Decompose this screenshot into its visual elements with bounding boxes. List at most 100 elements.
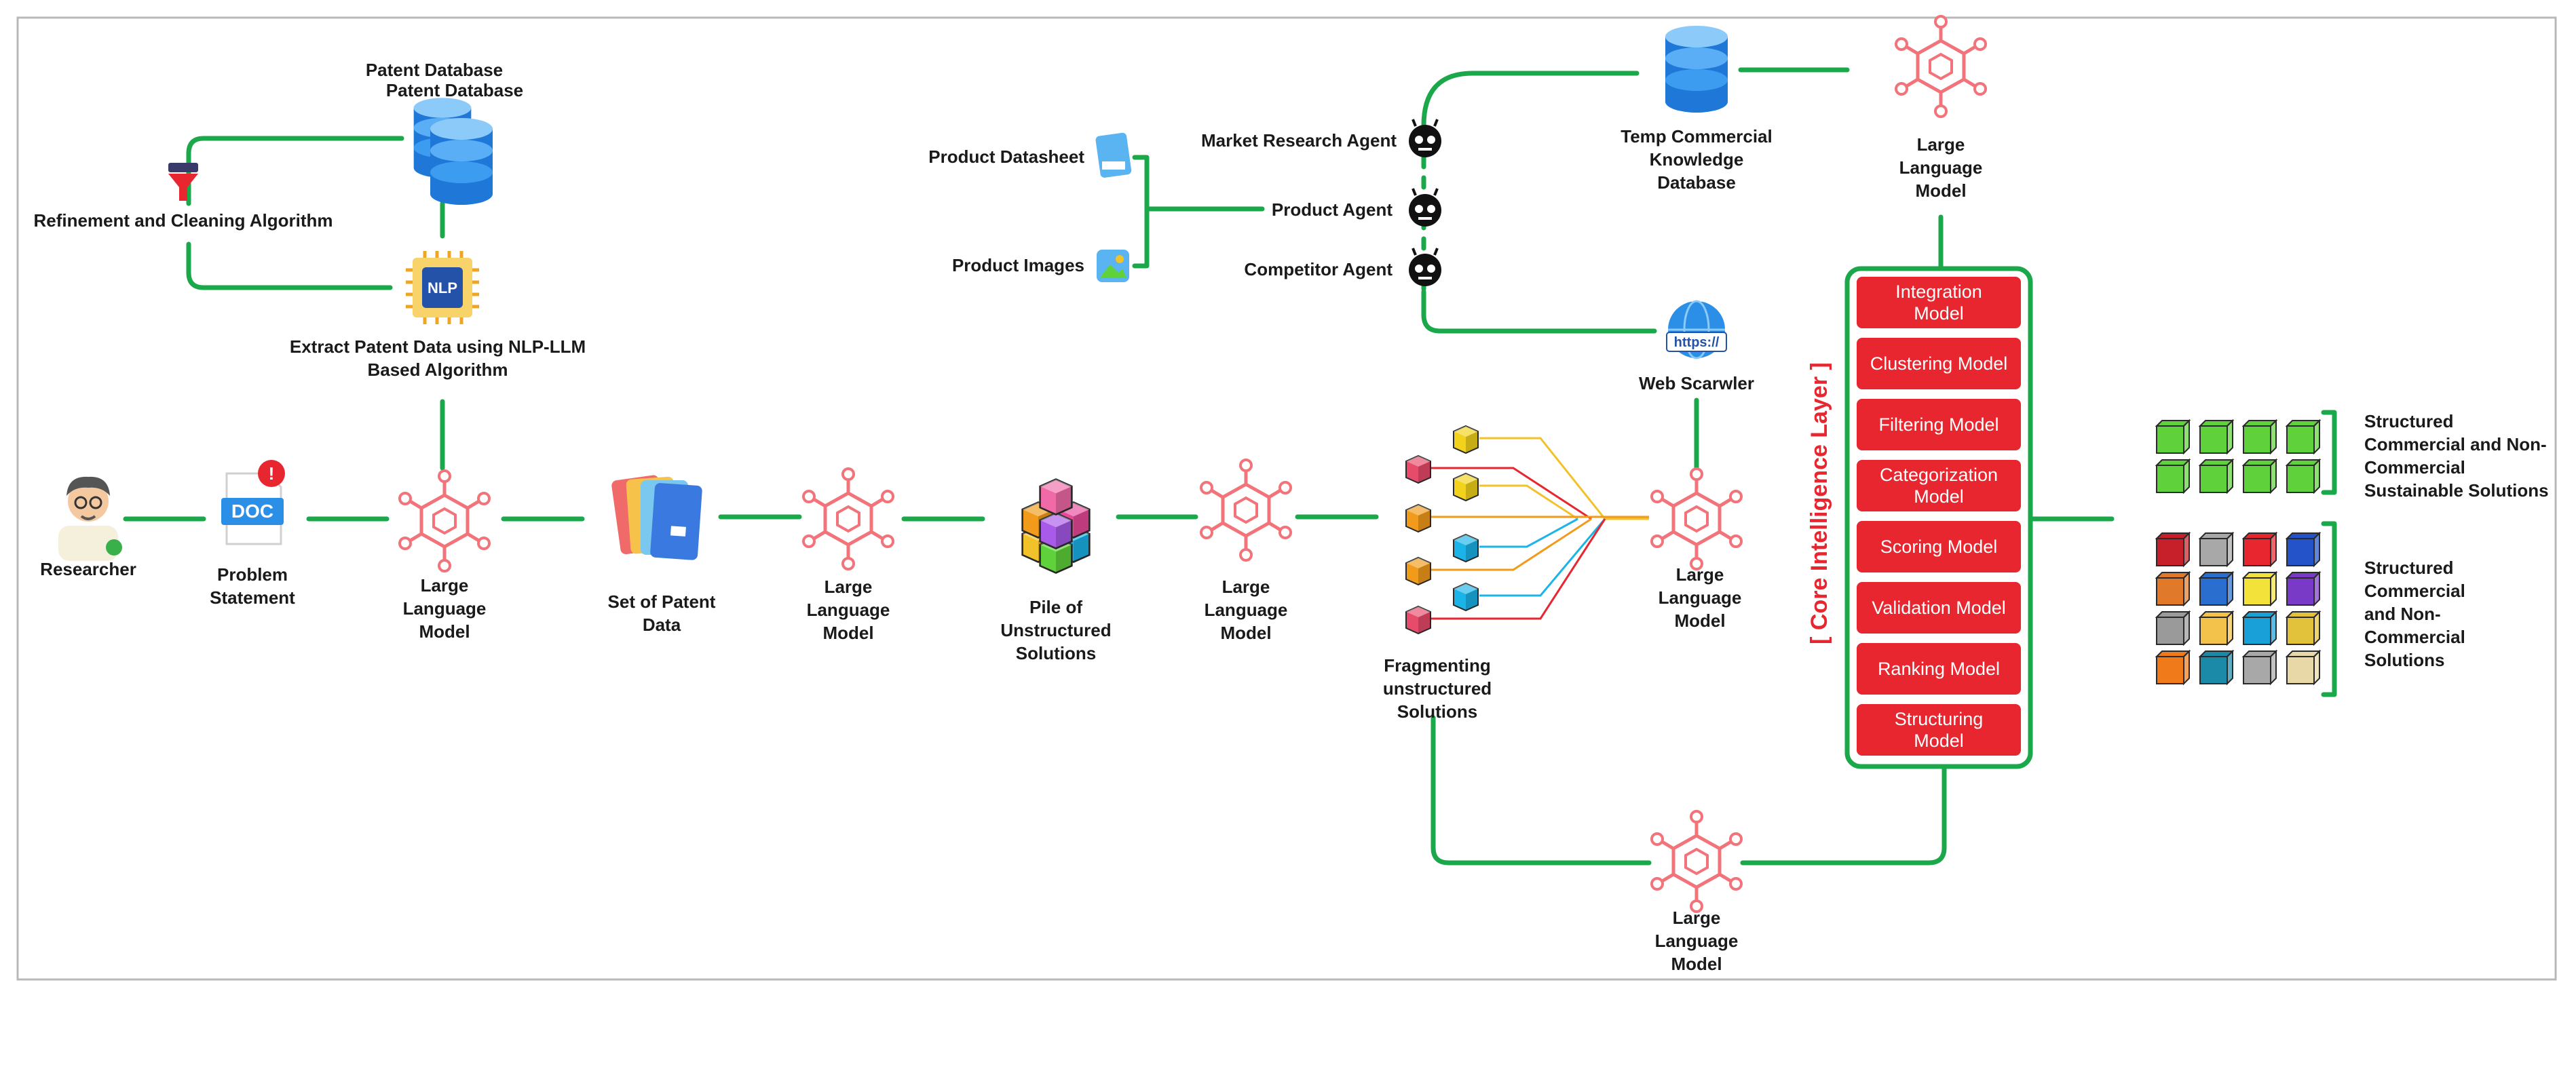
structured-cube-11 (2241, 610, 2278, 646)
sustainable-solutions-grid (2155, 419, 2322, 494)
model-label-4-2: Model (1914, 486, 1964, 507)
fragment-cube-2 (1453, 473, 1479, 501)
fragment-cube-1 (1453, 425, 1479, 454)
structured-cube-15 (2241, 649, 2278, 686)
sustainable-bracket (2321, 410, 2337, 495)
model-label-5-1: Scoring Model (1880, 537, 1998, 557)
model-label-1-2: Model (1914, 303, 1964, 324)
problem-label-2: Statement (210, 587, 295, 608)
connector-agents-vertical (1421, 71, 1640, 160)
doc-icon-text: DOC (231, 501, 273, 522)
model-label-8-1: Structuring (1895, 709, 1984, 729)
temp-db-icon (1665, 26, 1728, 113)
model-label-2-1: Clustering Model (1870, 353, 2008, 374)
fragment-line-1 (1479, 437, 1649, 520)
diagram-frame (16, 16, 2557, 981)
model-label-8-2: Model (1914, 731, 1964, 751)
patent-set-label-2: Data (643, 615, 681, 635)
product-images-label: Product Images (952, 255, 1084, 275)
fragmenting-label-2: unstructured (1383, 678, 1492, 699)
fragment-lines (1418, 437, 1649, 620)
patent-folders-icon (611, 475, 702, 560)
sustainable-cube-4 (2285, 419, 2322, 455)
fragment-cube-5 (1453, 534, 1479, 562)
pile-label-3: Solutions (1016, 643, 1096, 663)
structured-cube-2 (2198, 531, 2235, 568)
sustainable-cube-6 (2198, 458, 2235, 494)
fragment-line-3 (1479, 484, 1578, 520)
fragment-cube-3 (1405, 455, 1431, 484)
llm-2-label-2: Language (807, 600, 890, 620)
model-box-2: Clustering Model (1854, 335, 2024, 392)
market-agent-icon (1407, 118, 1443, 159)
llm-3-label-3: Model (1220, 623, 1271, 643)
structured-cube-1 (2155, 531, 2191, 568)
document-alert-icon: DOC ! (221, 460, 285, 545)
svg-text:!: ! (269, 463, 275, 484)
nlp-chip-icon: NLP (406, 251, 479, 324)
fragment-line-8 (1418, 518, 1606, 620)
structured-label-5: Solutions (2364, 650, 2444, 670)
connector-fragments-bottom-loop (1431, 715, 1652, 866)
connector-refinement-loop (186, 136, 404, 206)
sustainable-label-3: Commercial (2364, 457, 2465, 478)
llm-6-label-3: Model (1671, 954, 1722, 974)
product-agent-icon (1407, 187, 1443, 228)
sustainable-cube-3 (2241, 419, 2278, 455)
model-box-5: Scoring Model (1854, 518, 2024, 575)
fragment-line-2 (1418, 467, 1592, 520)
product-agent-label: Product Agent (1272, 199, 1393, 220)
llm-1-label-1: Large (421, 575, 469, 596)
structured-cube-9 (2155, 610, 2191, 646)
connector-refinement-nlp (186, 241, 393, 290)
model-box-7: Ranking Model (1854, 640, 2024, 697)
patent-database-label-2: Patent Database (386, 80, 523, 100)
fragment-cube-8 (1405, 606, 1431, 634)
sustainable-cube-8 (2285, 458, 2322, 494)
structured-cube-8 (2285, 570, 2322, 607)
extract-label-2: Based Algorithm (367, 360, 508, 380)
structured-label-3: and Non- (2364, 604, 2441, 624)
patent-database-icon (413, 98, 493, 205)
structured-label-2: Commercial (2364, 581, 2465, 601)
refinement-label: Refinement and Cleaning Algorithm (33, 210, 333, 231)
structured-cube-4 (2285, 531, 2322, 568)
structured-cube-3 (2241, 531, 2278, 568)
model-label-4-1: Categorization (1880, 465, 1998, 485)
llm-1-icon (400, 471, 489, 571)
sustainable-cube-1 (2155, 419, 2191, 455)
model-label-6-1: Validation Model (1872, 598, 2006, 618)
fragmenting-label-3: Solutions (1397, 701, 1477, 722)
pile-label-1: Pile of (1029, 597, 1082, 617)
fragmenting-icon (1405, 425, 1649, 634)
globe-https-icon: https:// (1666, 300, 1727, 360)
model-label-7-1: Ranking Model (1878, 659, 2000, 679)
web-icon-text: https:// (1674, 335, 1720, 350)
llm-4-label-1: Large (1676, 564, 1724, 585)
fragment-line-6 (1418, 518, 1592, 571)
structured-cube-14 (2198, 649, 2235, 686)
competitor-agent-icon (1407, 247, 1443, 288)
competitor-agent-label: Competitor Agent (1244, 259, 1393, 279)
model-box-3: Filtering Model (1854, 396, 2024, 453)
web-crawler-label: Web Scarwler (1639, 373, 1754, 393)
sustainable-cube-2 (2198, 419, 2235, 455)
llm-1-label-3: Model (419, 621, 470, 642)
llm-6-icon (1652, 811, 1741, 912)
structured-label-4: Commercial (2364, 627, 2465, 647)
model-box-6: Validation Model (1854, 579, 2024, 636)
llm-2-label-3: Model (822, 623, 873, 643)
llm-2-icon (803, 469, 893, 569)
sustainable-label-2: Commercial and Non- (2364, 434, 2547, 454)
structured-cube-13 (2155, 649, 2191, 686)
fragment-cube-7 (1453, 583, 1479, 611)
llm-5-label-1: Large (1917, 134, 1965, 155)
image-gallery-icon (1097, 250, 1129, 282)
structured-cube-10 (2198, 610, 2235, 646)
fragment-cube-6 (1405, 557, 1431, 585)
llm-1-label-2: Language (403, 598, 487, 619)
llm-6-label-2: Language (1655, 931, 1739, 951)
llm-6-label-1: Large (1673, 908, 1721, 928)
